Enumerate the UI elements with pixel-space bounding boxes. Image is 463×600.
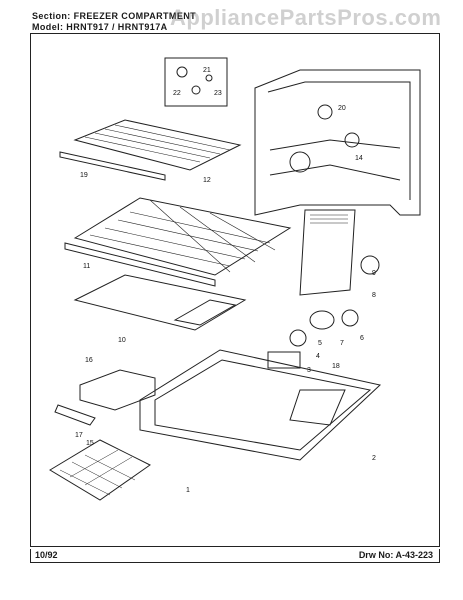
part-14-shape xyxy=(344,132,360,148)
callout-18: 18 xyxy=(332,363,340,370)
callout-12: 12 xyxy=(203,177,211,184)
part-22-shape xyxy=(191,85,201,95)
ice-cube-tray xyxy=(49,439,151,501)
callout-17: 17 xyxy=(75,432,83,439)
shelf-front-strip xyxy=(59,151,166,181)
part-6-shape xyxy=(341,309,359,327)
freezer-liner xyxy=(254,69,421,216)
callout-23: 23 xyxy=(214,90,222,97)
motor-bracket xyxy=(267,351,301,369)
part-23-shape xyxy=(205,74,213,82)
callout-1: 1 xyxy=(186,487,190,494)
callout-8: 8 xyxy=(372,292,376,299)
part-13-shape xyxy=(289,151,311,173)
callout-19: 19 xyxy=(80,172,88,179)
callout-22: 22 xyxy=(173,90,181,97)
small-parts-box xyxy=(164,57,228,107)
footer-bar: 10/92 Drw No: A-43-223 xyxy=(30,549,440,563)
callout-4: 4 xyxy=(316,353,320,360)
freezer-bottom-pan xyxy=(139,349,382,461)
diagram-frame xyxy=(30,33,440,547)
part-9-shape xyxy=(360,255,380,275)
fan-motor xyxy=(309,310,335,330)
callout-20: 20 xyxy=(338,105,346,112)
callout-21: 21 xyxy=(203,67,211,74)
ice-scoop xyxy=(54,404,96,426)
grid-shelf xyxy=(73,197,292,276)
wire-shelf xyxy=(73,119,242,171)
air-duct xyxy=(299,209,356,296)
model-line: Model: HRNT917 / HRNT917A xyxy=(32,22,168,32)
callout-6: 6 xyxy=(360,335,364,342)
callout-10: 10 xyxy=(118,337,126,344)
section-title: Section: FREEZER COMPARTMENT xyxy=(32,11,197,21)
callout-14: 14 xyxy=(355,155,363,162)
drawing-number: Drw No: A-43-223 xyxy=(358,550,433,560)
revision-date: 10/92 xyxy=(35,550,58,560)
part-20-shape xyxy=(317,104,333,120)
callout-16: 16 xyxy=(85,357,93,364)
ice-bin xyxy=(79,369,156,411)
callout-2: 2 xyxy=(372,455,376,462)
callout-5: 5 xyxy=(318,340,322,347)
callout-3: 3 xyxy=(307,367,311,374)
fan-blade xyxy=(289,329,307,347)
callout-11: 11 xyxy=(83,263,90,270)
evaporator-cover xyxy=(73,274,247,331)
callout-9: 9 xyxy=(372,270,376,277)
callout-15: 15 xyxy=(86,440,94,447)
watermark-text: ApplianceParts​Pros.com xyxy=(170,5,442,30)
part-21-shape xyxy=(176,66,188,78)
callout-7: 7 xyxy=(340,340,344,347)
